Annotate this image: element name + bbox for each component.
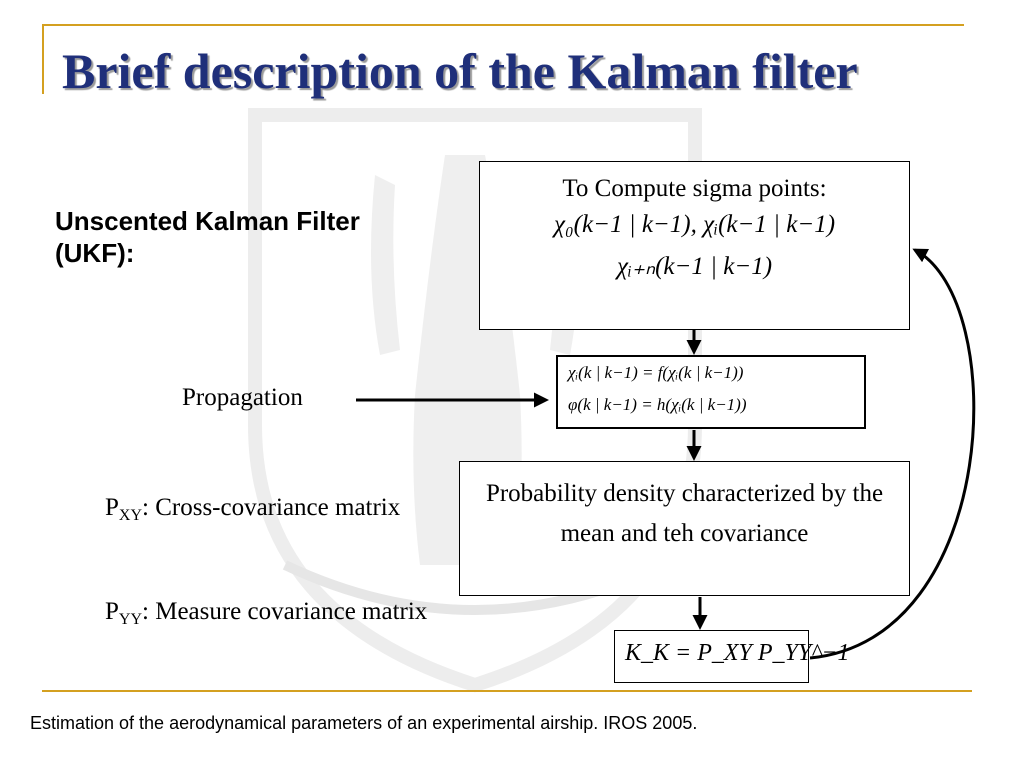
slide-title: Brief description of the Kalman filter [62,43,858,99]
top-divider [42,24,964,26]
propagation-label: Propagation [182,384,303,411]
pyy-text: : Measure covariance matrix [142,598,428,625]
pyy-symbol: P [105,598,119,625]
feedback-arrow [809,248,976,660]
pyy-description: PYY: Measure covariance matrix [105,597,430,635]
pxy-subscript: XY [118,507,143,524]
left-accent-bar [42,24,44,94]
slide-subtitle: Unscented Kalman Filter (UKF): [55,206,360,268]
kalman-gain-box: K_K = P_XY P_YY^−1 [614,630,850,683]
pxy-description: PXY: Cross-covariance matrix [105,493,430,531]
pyy-subscript: YY [118,611,143,628]
probability-density-box: Probability density characterized by the… [459,461,910,596]
propagation-equations-box: χᵢ(k | k−1) = f(χᵢ(k | k−1)) φ(k | k−1) … [556,355,866,429]
sigma-points-equation-1: χ₀(k−1 | k−1), χᵢ(k−1 | k−1) [553,211,836,238]
pxy-text: : Cross-covariance matrix [142,494,401,521]
pxy-symbol: P [105,494,119,521]
sigma-points-equation-2: χᵢ₊ₙ(k−1 | k−1) [616,253,773,280]
state-propagation-equation: χᵢ(k | k−1) = f(χᵢ(k | k−1)) [568,363,744,382]
kalman-gain-equation: K_K = P_XY P_YY^−1 [625,640,850,666]
bottom-divider [42,690,972,692]
sigma-points-box: To Compute sigma points: χ₀(k−1 | k−1), … [479,161,910,330]
measurement-propagation-equation: φ(k | k−1) = h(χᵢ(k | k−1)) [568,395,747,414]
probability-density-text: Probability density characterized by the… [485,480,884,547]
sigma-points-heading: To Compute sigma points: [562,175,827,202]
footer-citation: Estimation of the aerodynamical paramete… [30,713,698,733]
